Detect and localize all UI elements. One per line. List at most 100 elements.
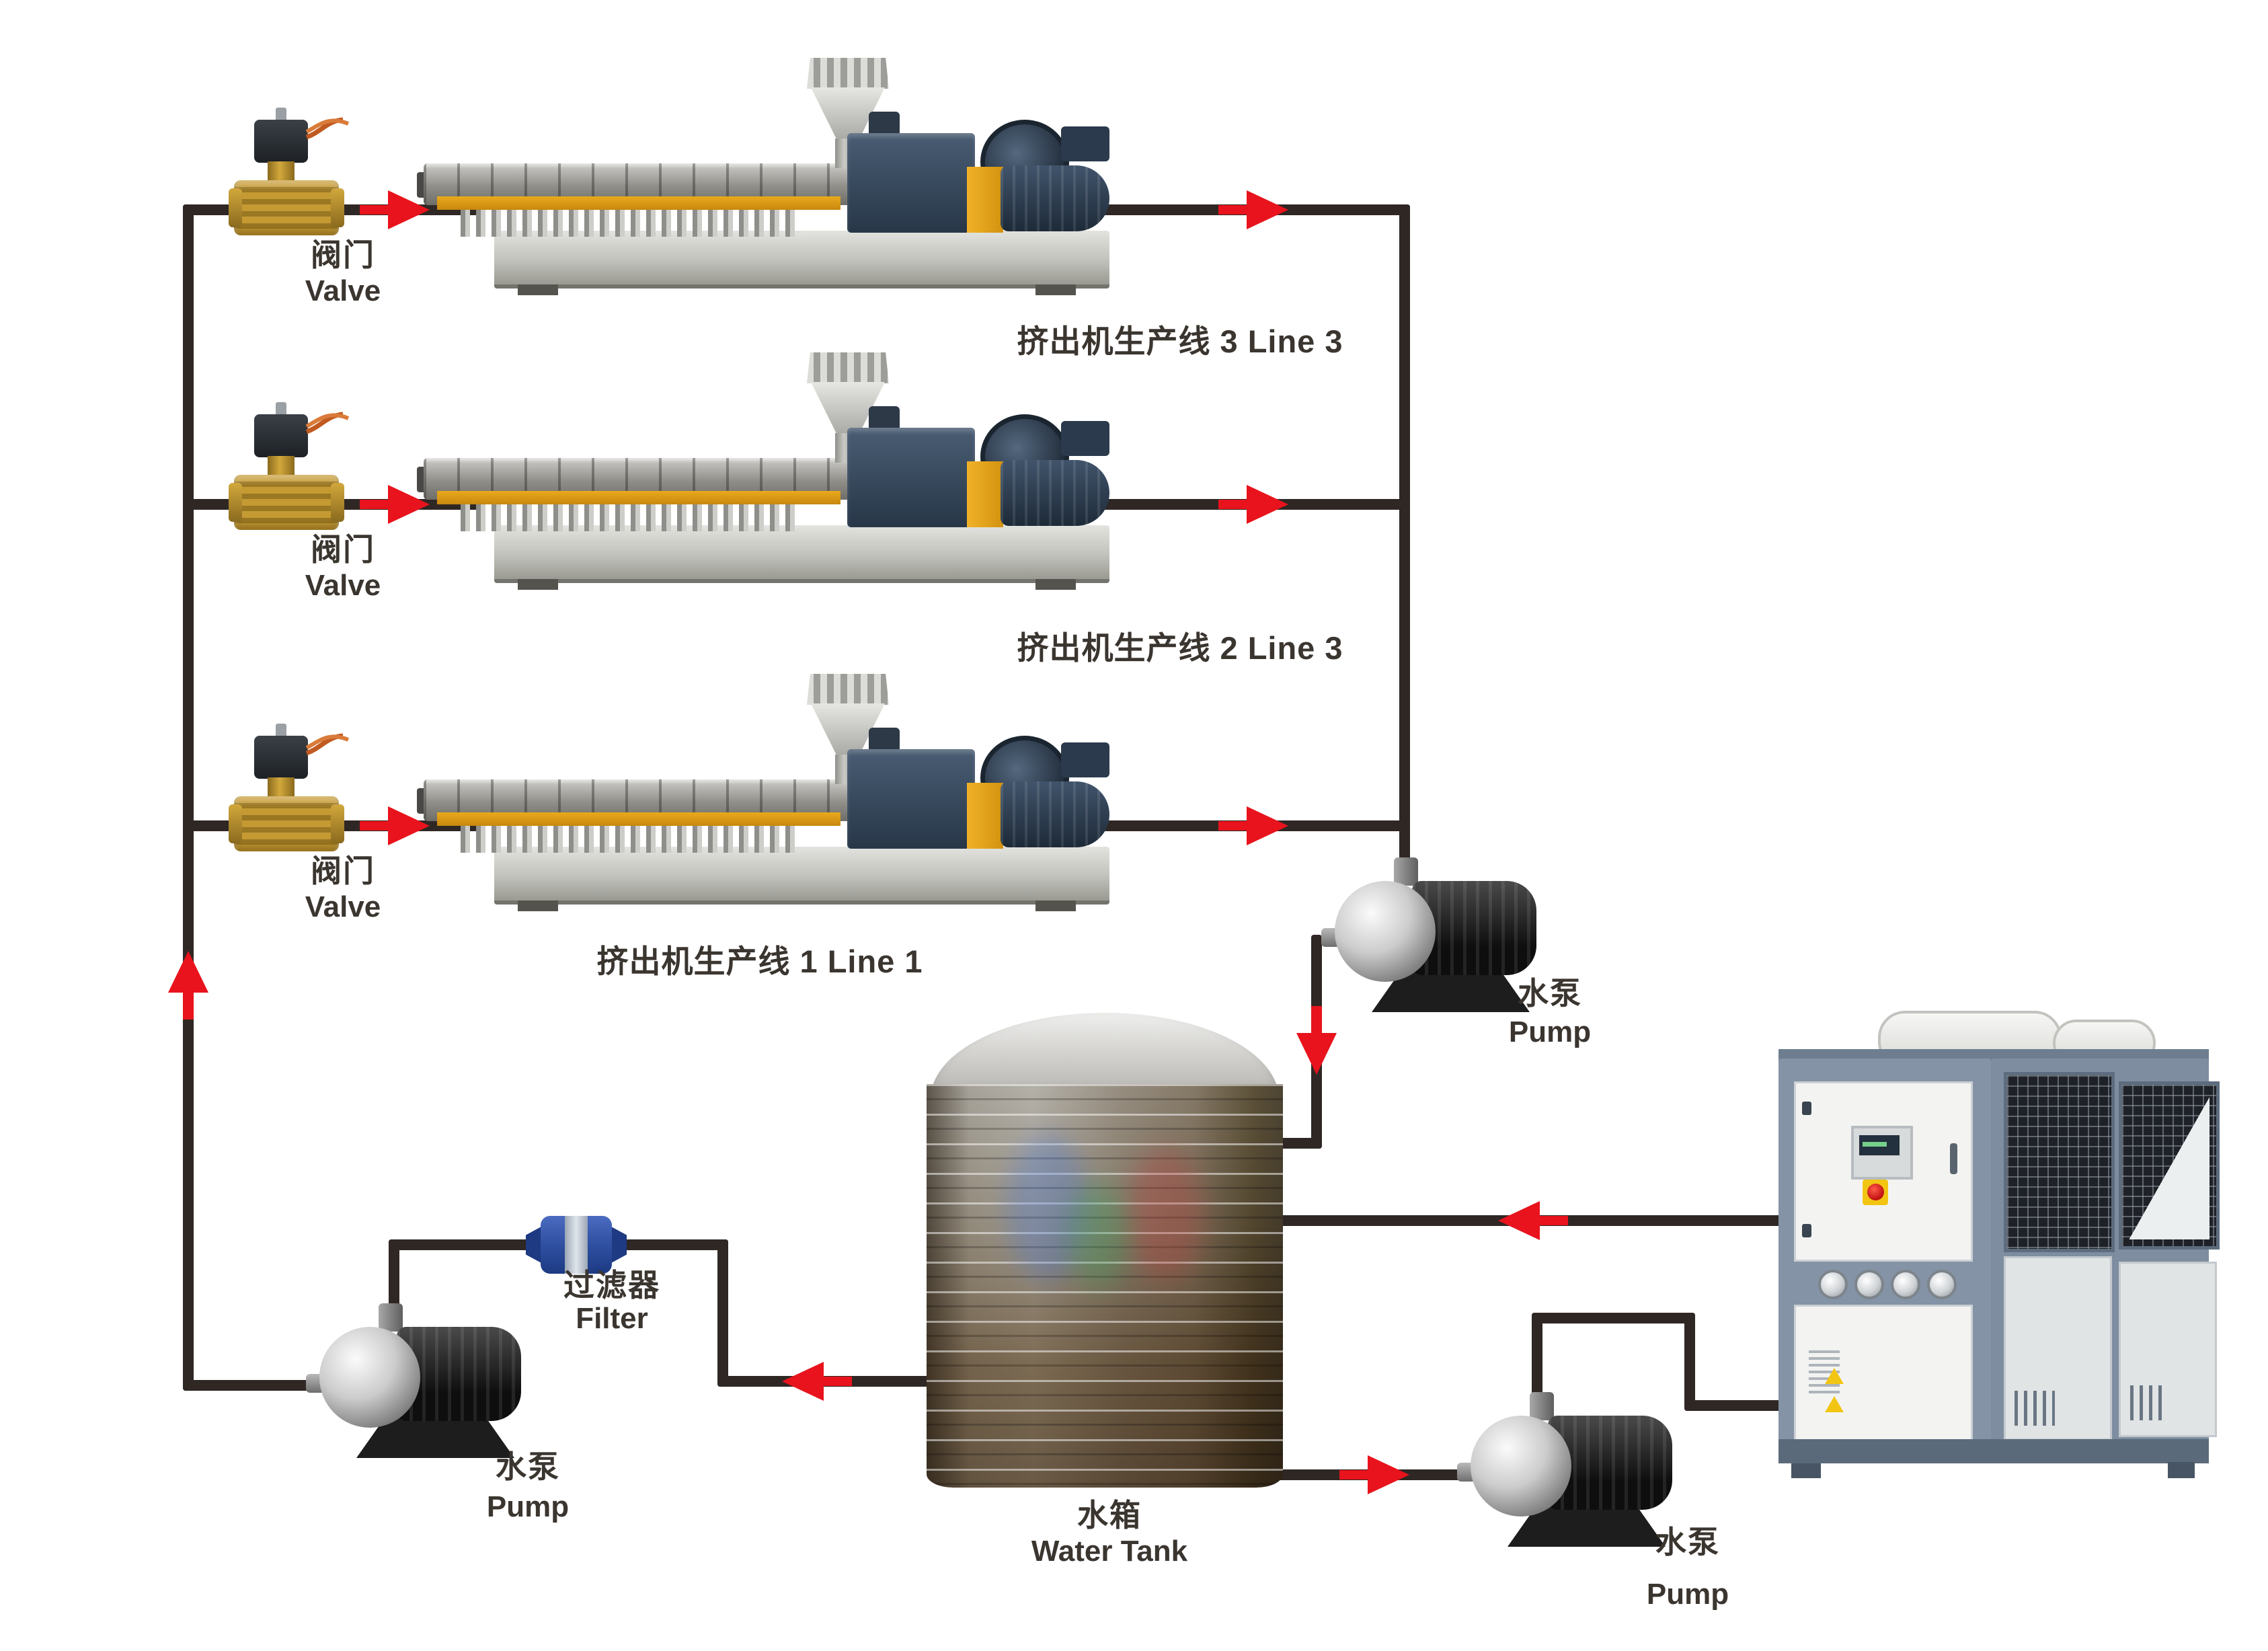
valve-line2-label-zh: 阀门: [311, 532, 375, 567]
valve-line2-label-en: Valve: [305, 569, 381, 602]
extruder-base: [494, 231, 1109, 289]
valve-line1-label-zh: 阀门: [311, 853, 375, 888]
filter-label-zh: 过滤器: [563, 1268, 660, 1303]
extruder-foot: [518, 579, 558, 590]
extruder-motor-fins: [1001, 460, 1109, 526]
flow-arrow-line3-out-head: [1247, 190, 1288, 229]
extruder-yellow-band: [967, 783, 1003, 849]
filter-band: [565, 1216, 588, 1274]
tank-label-en: Water Tank: [1031, 1535, 1188, 1568]
extruder-control-box: [1061, 126, 1109, 161]
flow-arrow-line1-in: [360, 821, 388, 831]
pump-top-port: [379, 1303, 403, 1332]
pipe-to-chiller: [1684, 1400, 1789, 1411]
pipe-pump2-top: [1532, 1313, 1695, 1323]
inline-filter: [526, 1216, 627, 1274]
pipe-pump2-riser: [1532, 1313, 1542, 1397]
valve-solenoid-coil: [254, 414, 308, 457]
vent-slots-icon: [2015, 1391, 2055, 1426]
valve-bonnet: [268, 777, 295, 798]
tank-label-zh: 水箱: [1077, 1498, 1142, 1533]
extruder-line3: [417, 27, 1210, 323]
extruder-base: [494, 847, 1109, 905]
flow-arrow-line2-out-head: [1247, 485, 1288, 524]
valve-screw: [276, 402, 286, 417]
extruder-foot: [518, 900, 558, 911]
extruder-vent-stack: [869, 728, 900, 752]
chiller-hinge: [1802, 1224, 1811, 1237]
pressure-gauge-icon: [1818, 1270, 1848, 1299]
flow-arrow-line2-in: [360, 500, 388, 509]
valve-nut-left: [229, 483, 242, 522]
flow-arrow-line3-out: [1218, 205, 1247, 215]
solenoid-valve-line1: [229, 724, 350, 855]
pump-supply-label-en: Pump: [486, 1490, 570, 1523]
pipe-right-main: [1399, 204, 1410, 876]
flow-arrow-tank-out-head: [782, 1362, 824, 1401]
flow-arrow-line1-out-head: [1247, 806, 1288, 845]
extruder-guard-rail: [437, 491, 840, 504]
flow-arrow-left-main-up: [183, 991, 194, 1020]
extruder-hopper-crown: [807, 352, 889, 383]
tank-reflection: [1068, 1181, 1128, 1289]
flow-arrow-pump1-down-head: [1296, 1033, 1337, 1075]
filter-label-en: Filter: [576, 1302, 648, 1335]
extruder-foot: [1035, 900, 1076, 911]
extruder-gearbox: [847, 428, 975, 527]
valve-screw: [276, 724, 286, 738]
pipe-filter-riser: [717, 1239, 728, 1387]
pump-top-port: [1530, 1392, 1554, 1420]
condenser-grille-icon: [2004, 1072, 2115, 1252]
extruder-control-box: [1061, 742, 1109, 777]
flow-arrow-line1-out: [1218, 821, 1247, 831]
extruder-gearbox: [847, 133, 975, 233]
extruder-heaters: [461, 823, 797, 853]
chiller-foot: [1791, 1463, 1821, 1478]
emergency-stop-button: [1867, 1184, 1884, 1200]
pipe-pump3-inlet: [389, 1239, 399, 1320]
valve-line1-label-en: Valve: [305, 890, 381, 923]
extruder-yellow-band: [967, 167, 1003, 233]
water-pump-chiller-feed: [1457, 1392, 1676, 1550]
chiller-hinge: [1802, 1102, 1811, 1115]
solenoid-valve-line3: [229, 108, 350, 239]
pump-head: [319, 1327, 420, 1428]
valve-solenoid-coil: [254, 120, 308, 163]
chiller-door-handle: [1950, 1143, 1957, 1174]
valve-nut-right: [331, 804, 344, 843]
pressure-gauge-icon: [1927, 1270, 1957, 1299]
chiller-unit: [1767, 974, 2224, 1485]
extruder-motor: [1001, 781, 1109, 847]
extruder-heaters: [461, 502, 797, 531]
extruder-motor: [1001, 460, 1109, 526]
flow-arrow-to-pump2: [1339, 1470, 1368, 1480]
extruder-motor-fins: [1001, 165, 1109, 231]
tank-shell: [927, 1084, 1283, 1488]
pump-chiller-feed-label-zh: 水泵: [1655, 1525, 1720, 1560]
extruder-guard-rail: [437, 812, 840, 826]
valve-wire-icon: [305, 412, 350, 434]
valve-line3-label-en: Valve: [305, 274, 381, 307]
extruder-motor-fins: [1001, 781, 1109, 847]
extruder-foot: [1035, 579, 1076, 590]
pump-supply-label-zh: 水泵: [496, 1449, 560, 1484]
line1-label: 挤出机生产线 1 Line 1: [596, 944, 923, 979]
extruder-yellow-band: [967, 461, 1003, 527]
flow-arrow-line3-in: [360, 205, 388, 215]
extruder-motor: [1001, 165, 1109, 231]
extruder-foot: [518, 284, 558, 295]
chiller-controller-readout: [1863, 1142, 1887, 1147]
pump-top-port: [1394, 857, 1418, 886]
line3-label: 挤出机生产线 3 Line 3: [1017, 323, 1343, 359]
valve-wire-icon: [305, 733, 350, 756]
tank-reflection: [1128, 1147, 1202, 1282]
extruder-guard-rail: [437, 196, 840, 210]
valve-line3-label-zh: 阀门: [311, 237, 375, 272]
flow-arrow-tank-out: [824, 1377, 852, 1386]
flow-arrow-chiller-return-head: [1498, 1201, 1540, 1240]
valve-bonnet: [268, 161, 295, 182]
valve-solenoid-coil: [254, 736, 308, 779]
pressure-gauge-icon: [1854, 1270, 1884, 1299]
extruder-vent-stack: [869, 406, 900, 430]
